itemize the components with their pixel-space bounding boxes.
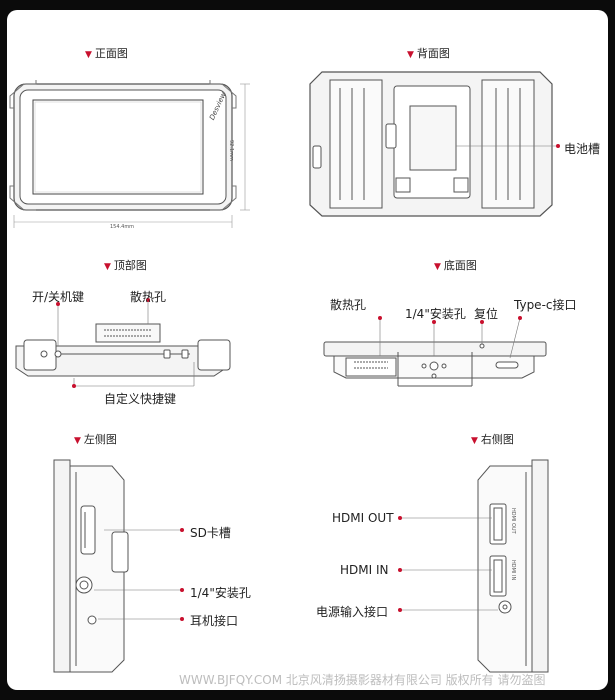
triangle-marker-icon: ▼ [407, 50, 414, 60]
hdmi-in-port-text: HDMI IN [510, 560, 516, 581]
headphone-jack-label: 耳机接口 [190, 614, 239, 628]
bottom-view-drawing [323, 317, 547, 387]
battery-slot-label: 电池槽 [564, 142, 601, 156]
triangle-marker-icon: ▼ [74, 436, 81, 446]
title-front-view: ▼正面图 [85, 47, 128, 60]
reset-label: 复位 [474, 307, 499, 321]
title-right-view: ▼右侧图 [471, 433, 514, 446]
power-input-label: 电源输入接口 [316, 605, 389, 619]
top-view-drawing [15, 300, 231, 387]
leader-dots [56, 144, 560, 621]
triangle-marker-icon: ▼ [85, 50, 92, 60]
triangle-marker-icon: ▼ [104, 262, 111, 272]
bottom-vent-label: 散热孔 [330, 298, 367, 312]
right-view-drawing [400, 459, 549, 673]
left-view-drawing [53, 459, 182, 673]
title-bottom-view: ▼底面图 [434, 259, 477, 272]
back-view-drawing [309, 71, 558, 217]
watermark: WWW.BJFQY.COM 北京风清扬摄影器材有限公司 版权所有 请勿盗图 [179, 673, 546, 687]
typec-port-label: Type-c接口 [514, 298, 577, 312]
title-left-view: ▼左侧图 [74, 433, 117, 446]
top-vent-label: 散热孔 [130, 290, 167, 304]
sd-slot-label: SD卡槽 [190, 526, 231, 540]
width-dimension-label: 154.4mm [110, 224, 135, 230]
triangle-marker-icon: ▼ [471, 436, 478, 446]
front-view-drawing [9, 80, 250, 228]
title-back-view: ▼背面图 [407, 47, 450, 60]
hdmi-in-label: HDMI IN [340, 563, 389, 577]
custom-keys-label: 自定义快捷键 [104, 392, 177, 406]
bottom-mount-hole-label: 1/4"安装孔 [405, 307, 466, 321]
height-dimension-label: 92.1mm [228, 140, 234, 161]
power-key-label: 开/关机键 [32, 290, 85, 304]
hdmi-out-label: HDMI OUT [332, 511, 394, 525]
hdmi-out-port-text: HDMI OUT [510, 508, 516, 534]
triangle-marker-icon: ▼ [434, 262, 441, 272]
title-top-view: ▼顶部图 [104, 259, 147, 272]
side-mount-hole-label: 1/4"安装孔 [190, 586, 251, 600]
